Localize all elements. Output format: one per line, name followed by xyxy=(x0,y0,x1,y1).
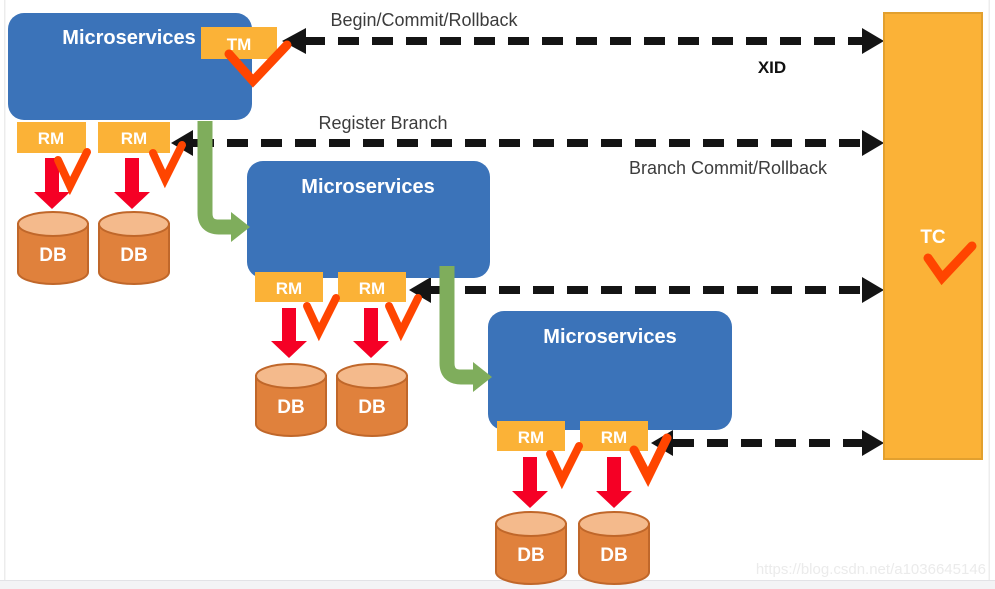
green-arrow-1 xyxy=(197,121,250,242)
rm-label: RM xyxy=(518,428,544,447)
db-cylinder: DB xyxy=(578,511,650,585)
arrowhead-right-icon xyxy=(862,277,884,303)
red-arrow-icon xyxy=(114,158,150,209)
frame-bottom-line xyxy=(0,580,995,581)
rm-label: RM xyxy=(121,129,147,148)
arrowhead-right-icon xyxy=(862,28,884,54)
db-label: DB xyxy=(517,545,544,566)
microservices-label: Microservices xyxy=(543,326,676,348)
checkmark-icon xyxy=(385,294,422,342)
db-label: DB xyxy=(277,397,304,418)
db-label: DB xyxy=(120,245,147,266)
rm-badge xyxy=(17,122,86,153)
frame-bottom-band xyxy=(0,581,995,589)
watermark: https://blog.csdn.net/a1036645146 xyxy=(756,561,986,578)
red-arrow-icon xyxy=(353,308,389,358)
label-branch-commit-rollback: Branch Commit/Rollback xyxy=(629,158,828,178)
tm-label: TM xyxy=(227,35,252,54)
microservice-1: Microservices TM RM RM DB DB xyxy=(8,13,277,285)
frame-right-line xyxy=(988,0,990,581)
rm-badge xyxy=(255,272,323,302)
microservices-label: Microservices xyxy=(62,27,195,49)
rm-label: RM xyxy=(276,279,302,298)
checkmark-icon xyxy=(54,148,91,196)
rm-badge xyxy=(497,421,565,451)
dashed-arrow-branch-2 xyxy=(409,277,884,303)
label-xid: XID xyxy=(758,58,786,77)
arrowhead-icon xyxy=(231,212,250,242)
tc-node: TC xyxy=(883,12,983,460)
red-arrow-icon xyxy=(271,308,307,358)
rm-badge xyxy=(338,272,406,302)
dashed-arrow-register-branch xyxy=(171,130,884,156)
red-arrow-icon xyxy=(512,457,548,508)
rm-label: RM xyxy=(38,129,64,148)
microservices-box xyxy=(247,161,490,278)
arrowhead-left-icon xyxy=(409,277,431,303)
red-arrow-icon xyxy=(34,158,70,209)
tc-label: TC xyxy=(920,227,946,248)
db-cylinder: DB xyxy=(255,363,327,437)
db-label: DB xyxy=(358,397,385,418)
label-register-branch: Register Branch xyxy=(318,113,447,133)
microservices-label: Microservices xyxy=(301,176,434,198)
checkmark-icon xyxy=(149,141,186,189)
checkmark-icon xyxy=(923,241,977,286)
rm-label: RM xyxy=(601,428,627,447)
arrowhead-right-icon xyxy=(862,130,884,156)
tc-box xyxy=(883,12,983,460)
checkmark-icon xyxy=(629,433,672,488)
label-begin-commit-rollback: Begin/Commit/Rollback xyxy=(330,10,518,30)
microservices-box xyxy=(8,13,252,120)
microservices-box xyxy=(488,311,732,430)
red-arrow-icon xyxy=(596,457,632,508)
tm-badge xyxy=(201,27,277,59)
rm-label: RM xyxy=(359,279,385,298)
checkmark-icon xyxy=(546,442,583,490)
checkmark-icon xyxy=(303,294,340,342)
frame-left-line xyxy=(4,0,6,581)
rm-badge xyxy=(98,122,170,153)
checkmark-icon xyxy=(224,40,292,88)
dashed-arrow-begin-commit-rollback xyxy=(282,28,884,54)
microservice-2: Microservices RM RM DB DB xyxy=(247,161,490,437)
db-cylinder: DB xyxy=(495,511,567,585)
arrowhead-icon xyxy=(473,362,492,392)
db-cylinder: DB xyxy=(17,211,89,285)
arrowhead-left-icon xyxy=(282,28,306,54)
db-label: DB xyxy=(39,245,66,266)
db-cylinder: DB xyxy=(336,363,408,437)
dashed-arrow-branch-3 xyxy=(651,430,884,456)
arrowhead-right-icon xyxy=(862,430,884,456)
green-arrow-2 xyxy=(439,266,492,392)
microservice-3: Microservices RM RM DB DB xyxy=(488,311,732,585)
db-label: DB xyxy=(600,545,627,566)
db-cylinder: DB xyxy=(98,211,170,285)
rm-badge xyxy=(580,421,648,451)
